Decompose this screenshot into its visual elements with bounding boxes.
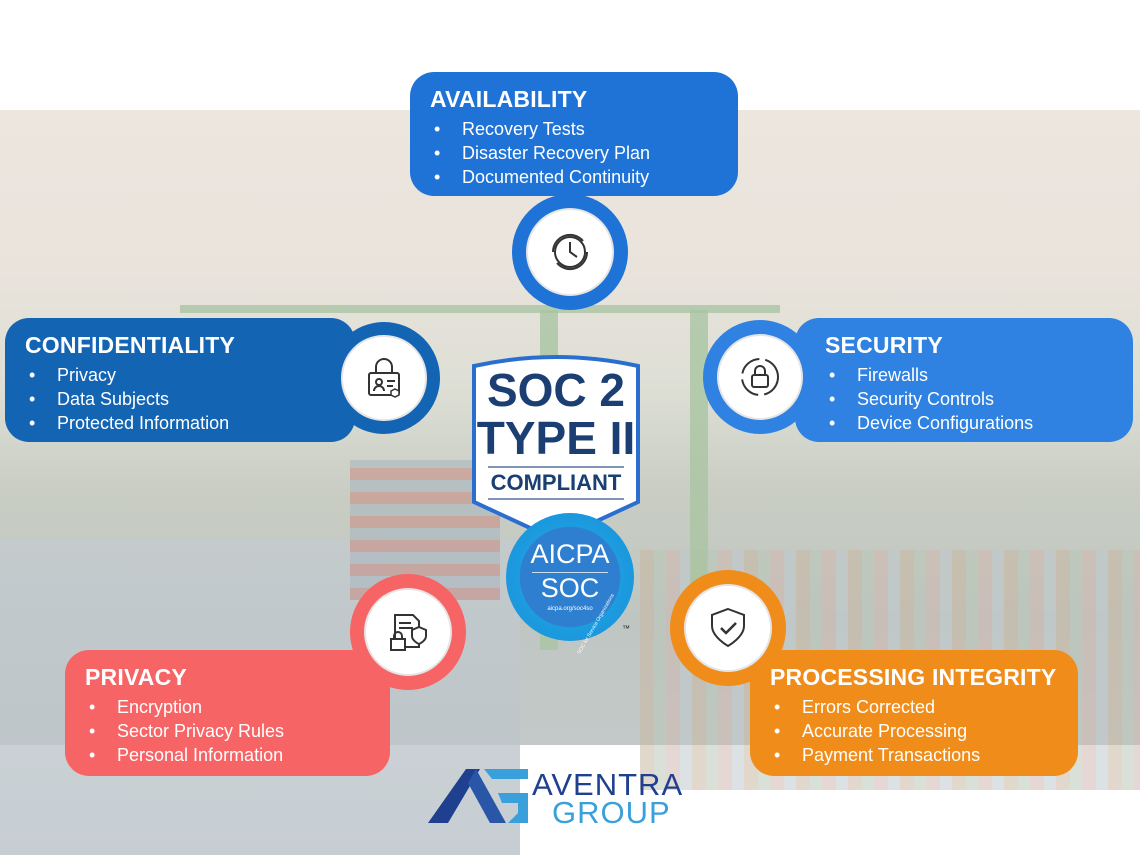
trademark: ™ xyxy=(622,624,630,633)
soc2-badge-text: SOC 2 TYPE II COMPLIANT xyxy=(470,366,642,500)
logo-line1: AVENTRA xyxy=(532,767,684,802)
logo-line2: GROUP xyxy=(552,795,671,830)
list-item: Protected Information xyxy=(25,411,355,435)
list-item: Documented Continuity xyxy=(430,165,738,189)
security-box: SECURITY FirewallsSecurity ControlsDevic… xyxy=(795,318,1133,442)
list-item: Recovery Tests xyxy=(430,117,738,141)
list-item: Sector Privacy Rules xyxy=(85,719,390,743)
lock-id-card-icon xyxy=(367,358,400,398)
shield-check-icon xyxy=(711,607,745,648)
processing-integrity-box: PROCESSING INTEGRITY Errors CorrectedAcc… xyxy=(750,650,1078,776)
confidentiality-icon-circle xyxy=(328,322,440,434)
badge-line3: COMPLIANT xyxy=(488,466,624,500)
list-item: Security Controls xyxy=(825,387,1133,411)
aicpa-soc-seal: AICPA SOC aicpa.org/soc4so SOC for Servi… xyxy=(506,513,634,655)
privacy-icon-circle xyxy=(350,574,466,690)
seal-bottom: SOC xyxy=(532,572,608,604)
list-item: Firewalls xyxy=(825,363,1133,387)
privacy-title: PRIVACY xyxy=(85,664,187,690)
list-item: Data Subjects xyxy=(25,387,355,411)
list-item: Device Configurations xyxy=(825,411,1133,435)
list-item: Payment Transactions xyxy=(770,743,1078,767)
availability-box: AVAILABILITY Recovery TestsDisaster Reco… xyxy=(410,72,738,196)
processing-integrity-title: PROCESSING INTEGRITY xyxy=(770,664,1057,690)
crane-leg xyxy=(690,310,708,650)
crane-beam xyxy=(180,305,780,313)
processing-icon-circle xyxy=(670,570,786,686)
privacy-box: PRIVACY EncryptionSector Privacy RulesPe… xyxy=(65,650,390,776)
seal-top: AICPA xyxy=(530,539,610,569)
document-lock-shield-icon xyxy=(390,614,427,651)
confidentiality-box: CONFIDENTIALITY PrivacyData SubjectsProt… xyxy=(5,318,355,442)
list-item: Disaster Recovery Plan xyxy=(430,141,738,165)
list-item: Privacy xyxy=(25,363,355,387)
badge-line2: TYPE II xyxy=(476,412,636,464)
padlock-cycle-icon xyxy=(741,358,779,396)
availability-icon-circle xyxy=(512,194,628,310)
ag-logo-mark xyxy=(428,769,528,823)
list-item: Personal Information xyxy=(85,743,390,767)
security-icon-circle xyxy=(703,320,817,434)
confidentiality-title: CONFIDENTIALITY xyxy=(25,332,235,358)
availability-title: AVAILABILITY xyxy=(430,86,588,112)
list-item: Errors Corrected xyxy=(770,695,1078,719)
soc2-shield xyxy=(472,355,640,542)
badge-line1: SOC 2 xyxy=(486,364,626,416)
security-title: SECURITY xyxy=(825,332,943,358)
clock-refresh-icon xyxy=(551,233,589,271)
aventra-group-logo: AVENTRA GROUP xyxy=(428,765,728,835)
list-item: Accurate Processing xyxy=(770,719,1078,743)
seal-url: aicpa.org/soc4so xyxy=(547,606,593,612)
list-item: Encryption xyxy=(85,695,390,719)
